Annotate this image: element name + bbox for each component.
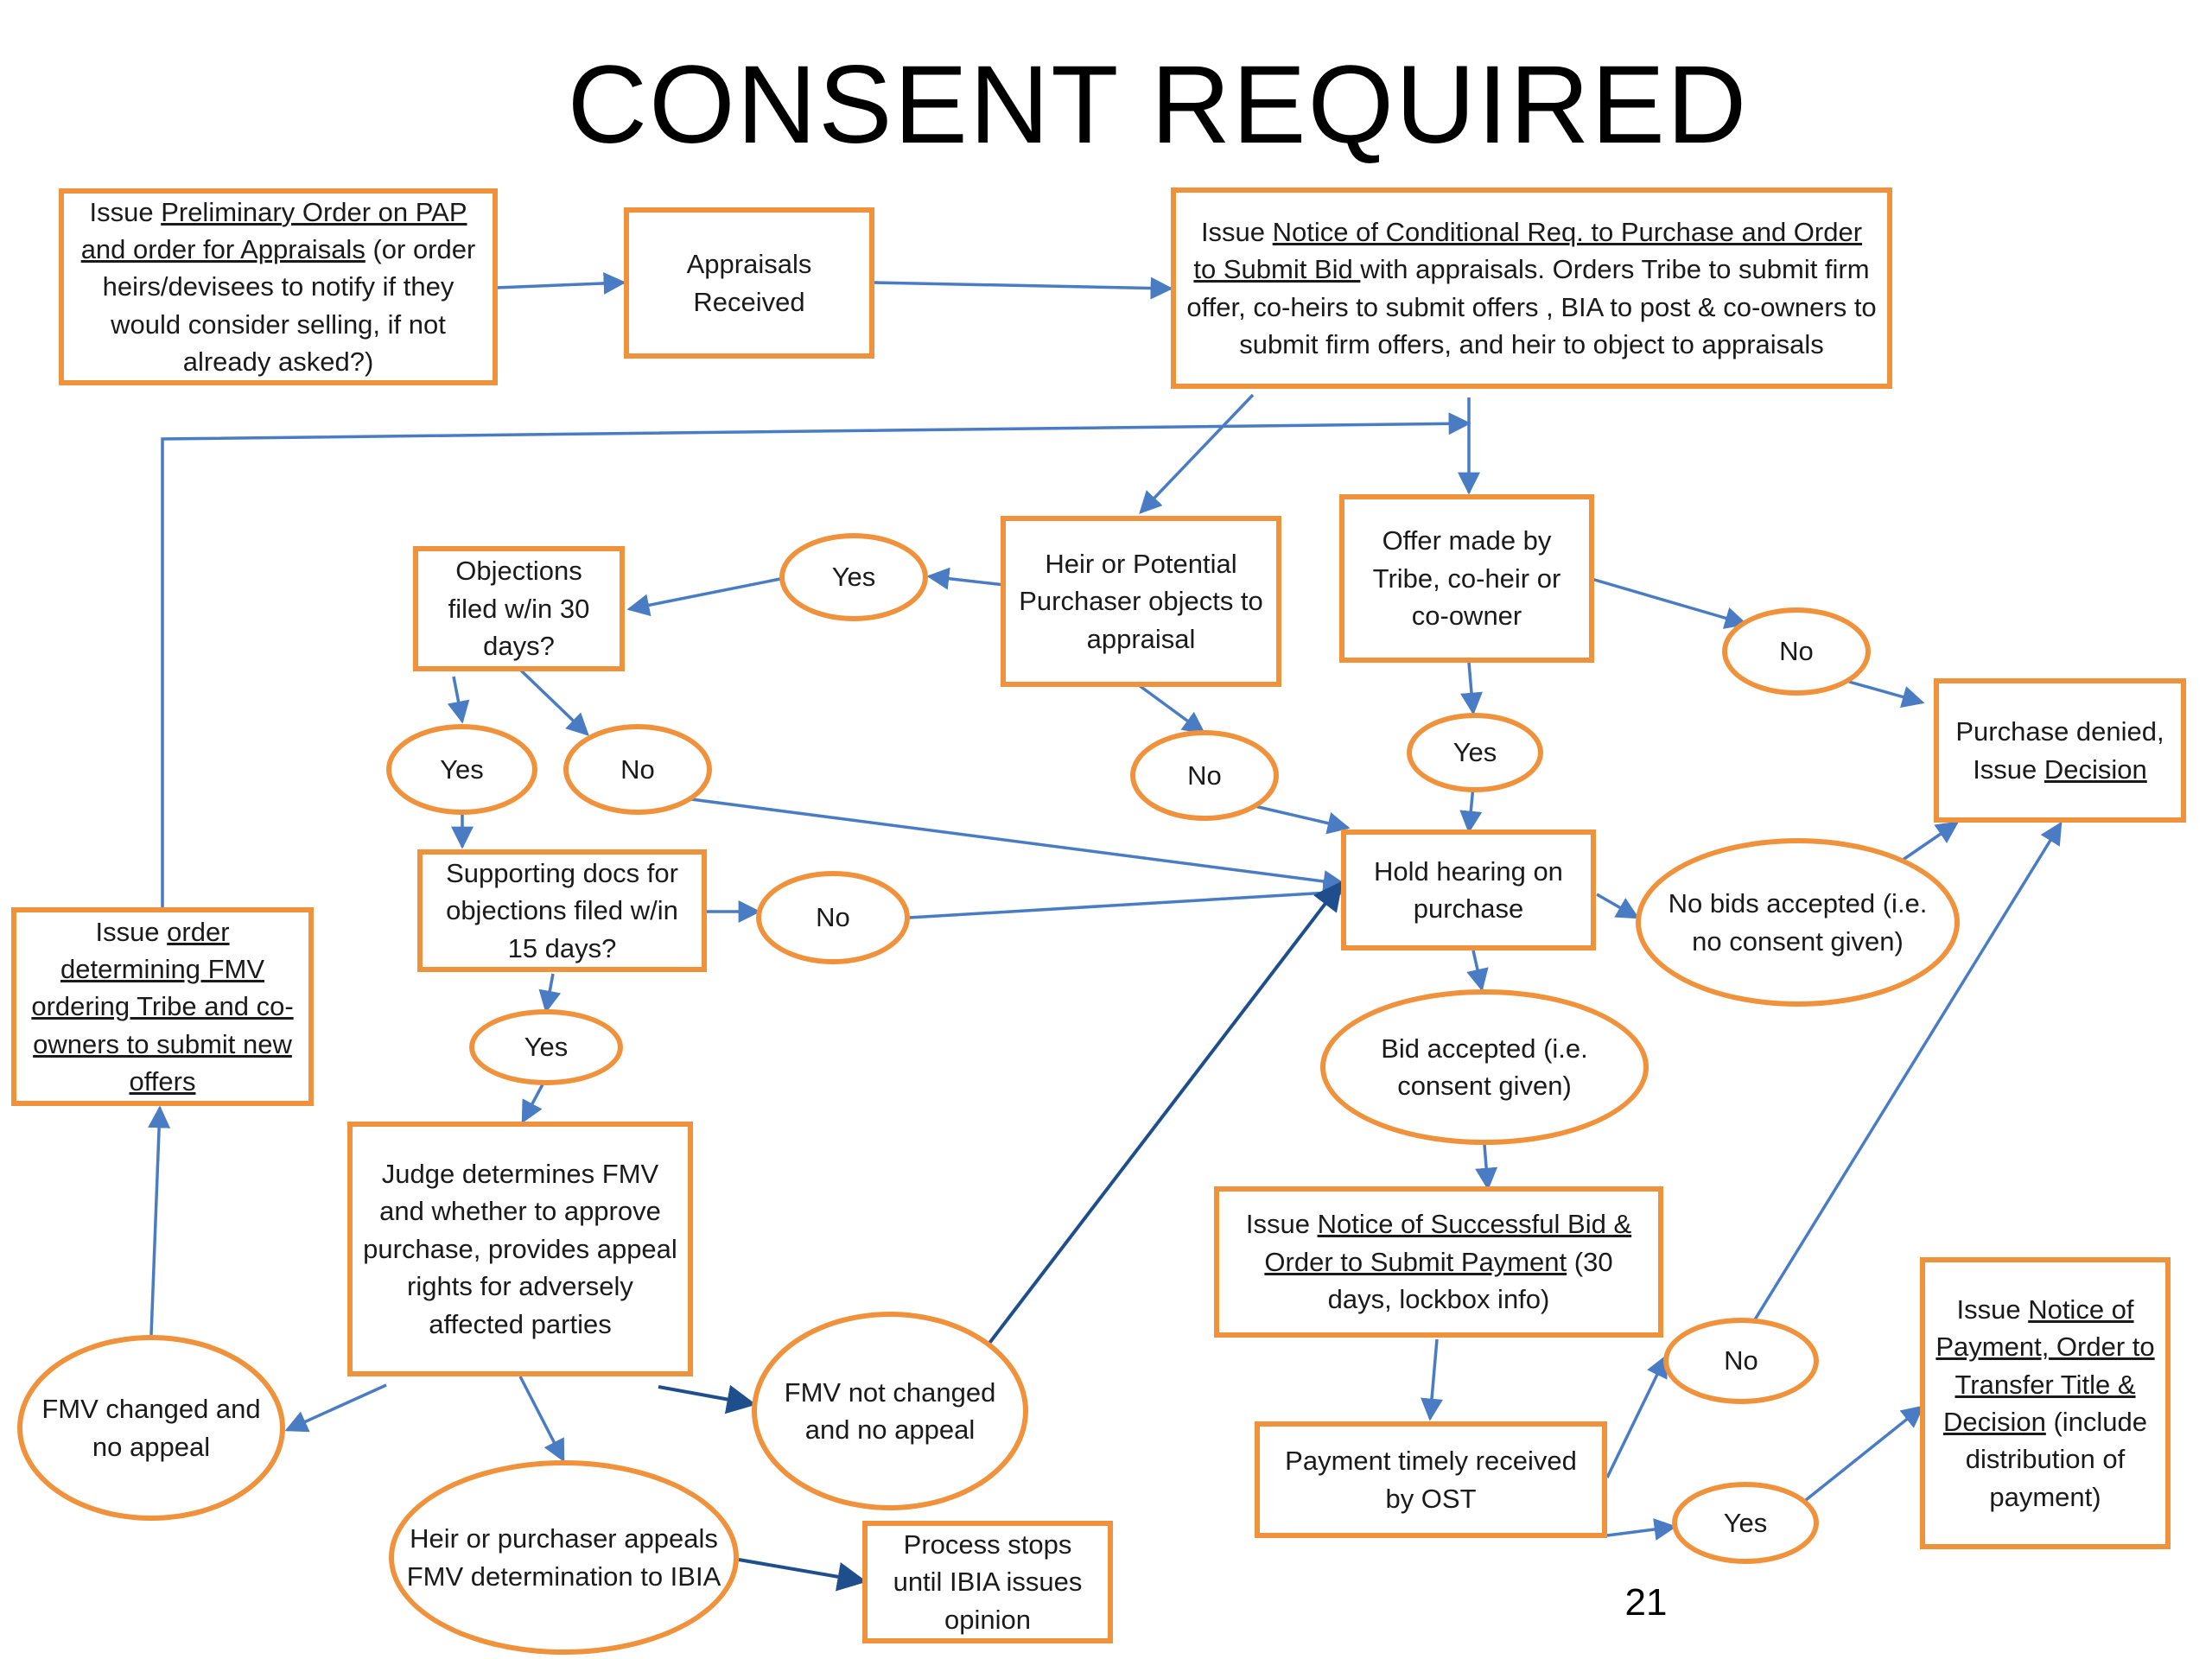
arrow-objections-to-no [518, 668, 589, 736]
purchase-denied-box: Purchase denied, Issue Decision [1934, 678, 2186, 823]
issue-notice-payment-box: Issue Notice of Payment, Order to Transf… [1920, 1257, 2171, 1549]
arrow-issue-order-to-top-loop [161, 412, 1471, 907]
arrow-fmv-not-changed-to-hearing [986, 880, 1344, 1347]
arrow-offer-to-no [1591, 577, 1748, 629]
arrow-heir-appeals-to-process-stops [738, 1558, 868, 1592]
arrow-notice-to-heir-objects [1139, 393, 1255, 514]
notice-successful-bid-box: Issue Notice of Successful Bid & Order t… [1214, 1186, 1663, 1338]
objections-filed-box: Objections filed w/in 30 days? [413, 546, 625, 671]
page-title: CONSENT REQUIRED [567, 43, 1749, 167]
arrow-notice-successful-to-payment [1421, 1338, 1443, 1421]
no-payment-oval: No [1663, 1318, 1819, 1404]
arrow-heir-objects-to-no [1137, 683, 1206, 734]
process-stops-box: Process stops until IBIA issues opinion [862, 1521, 1113, 1643]
arrow-yes-offer-to-hearing [1459, 785, 1483, 834]
supporting-docs-box: Supporting docs for objections filed w/i… [417, 849, 707, 972]
arrow-no-to-purchase-denied [1848, 680, 1925, 709]
issue-order-fmv-box: Issue order determining FMV ordering Tri… [11, 907, 314, 1106]
no-offer-oval: No [1722, 607, 1871, 696]
bid-accepted-oval: Bid accepted (i.e. consent given) [1320, 989, 1649, 1145]
arrow-judge-to-fmv-changed [284, 1383, 387, 1433]
yes-offer-oval: Yes [1407, 713, 1543, 792]
heir-appeals-oval: Heir or purchaser appeals FMV determinat… [389, 1460, 739, 1655]
appraisals-received-box: Appraisals Received [624, 207, 874, 359]
yes-objections-oval: Yes [386, 724, 537, 815]
hold-hearing-box: Hold hearing on purchase [1341, 830, 1596, 950]
arrow-payment-to-no [1605, 1354, 1668, 1478]
arrow-no-objections-to-hearing [690, 798, 1346, 893]
arrow-yes-docs-to-judge [521, 1084, 544, 1124]
arrow-judge-to-fmv-not-changed [658, 1384, 757, 1414]
arrow-no-heir-objects-to-hearing [1250, 804, 1351, 835]
arrow-prelim-to-appraisals [495, 271, 626, 295]
fmv-not-changed-oval: FMV not changed and no appeal [752, 1312, 1028, 1510]
offer-made-box: Offer made by Tribe, co-heir or co-owner [1339, 494, 1594, 663]
yes-docs-oval: Yes [469, 1009, 623, 1085]
arrow-bid-accepted-to-notice-successful [1475, 1144, 1498, 1191]
fmv-changed-oval: FMV changed and no appeal [17, 1335, 285, 1521]
judge-determines-box: Judge determines FMV and whether to appr… [347, 1122, 693, 1376]
arrow-fmv-changed-to-issue-order [148, 1105, 171, 1336]
payment-timely-box: Payment timely received by OST [1255, 1421, 1607, 1538]
arrow-hearing-to-no-bids [1596, 893, 1640, 919]
arrow-no-payment-to-purchase-denied [1744, 821, 2063, 1336]
arrow-payment-to-yes [1606, 1518, 1677, 1541]
page-number: 21 [1624, 1581, 1668, 1624]
no-bids-oval: No bids accepted (i.e. no consent given) [1636, 838, 1960, 1007]
arrow-judge-to-heir-appeals [518, 1376, 565, 1463]
arrow-yes-payment-to-notice-payment [1800, 1405, 1925, 1505]
arrow-hearing-to-bid-accepted [1466, 950, 1489, 992]
no-objections-oval: No [563, 724, 712, 815]
no-heir-objects-oval: No [1130, 730, 1279, 821]
heir-objects-box: Heir or Potential Purchaser objects to a… [1001, 516, 1281, 687]
arrow-appraisals-to-notice [874, 276, 1173, 300]
yes-objects-oval: Yes [779, 533, 928, 621]
preliminary-order-box: Issue Preliminary Order on PAP and order… [59, 188, 498, 385]
yes-payment-oval: Yes [1672, 1482, 1819, 1564]
arrow-docs-to-yes [538, 973, 562, 1014]
arrow-no-docs-to-hearing [908, 881, 1346, 919]
no-docs-oval: No [756, 871, 910, 964]
arrow-heir-objects-to-yes [926, 567, 1006, 590]
arrow-objections-to-yes [447, 676, 470, 724]
arrow-offer-to-yes [1460, 662, 1483, 715]
arrow-no-bids-to-purchase-denied [1896, 821, 1960, 866]
notice-conditional-box: Issue Notice of Conditional Req. to Purc… [1171, 188, 1892, 389]
arrow-yes-to-objections [626, 577, 781, 617]
